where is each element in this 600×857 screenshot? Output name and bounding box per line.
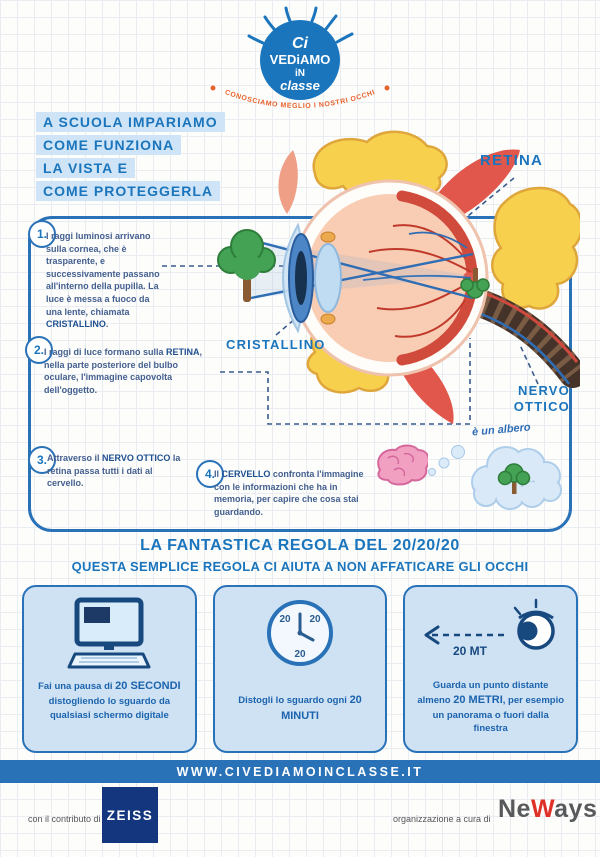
intro-title: A SCUOLA IMPARIAMO COME FUNZIONA LA VIST…: [36, 112, 225, 204]
tagline-dot-left: [210, 85, 216, 91]
card-1-pre: Fai una pausa di: [38, 681, 116, 692]
step-4-pre: Il: [214, 469, 222, 479]
tagline-dot-right: [384, 85, 390, 91]
step-3-text: Attraverso il NERVO OTTICO la retina pas…: [47, 452, 185, 490]
brain-icon: [377, 444, 428, 486]
logo-circle: [260, 20, 340, 100]
card-20-meters-text: Guarda un punto distante almeno 20 METRI…: [405, 679, 576, 736]
contribution-label: con il contributo di: [28, 814, 101, 824]
step-3-number: 3.: [28, 446, 56, 474]
step-4-number: 4.: [196, 460, 224, 488]
card-2-bold: 20 MINUTI: [281, 694, 362, 722]
connector-nervo-label: [519, 344, 539, 385]
eyelid-icon: [278, 150, 298, 214]
website-bar: WWW.CIVEDIAMOINCLASSE.IT: [0, 760, 600, 783]
card-20-minutes: 20 20 20 Distogli lo sguardo ogni 20 MIN…: [212, 585, 388, 753]
rule-title: LA FANTASTICA REGOLA DEL 20/20/20: [140, 537, 460, 554]
logo-word-1: Ci: [292, 35, 309, 52]
label-cristallino: CRISTALLINO: [226, 337, 326, 352]
step-3-bold: NERVO OTTICO: [102, 453, 171, 463]
step-2-pre: I raggi di luce formano sulla: [44, 347, 167, 357]
step-2-post: , nella parte posteriore del bulbo ocula…: [44, 347, 203, 395]
thought-bubble-dots: [428, 445, 465, 476]
connector-step2-retina: [220, 338, 471, 425]
eyelashes-icon: [247, 6, 354, 45]
step-2-number: 2.: [25, 336, 53, 364]
card-20-meters: 20 MT Guarda un punto distante almeno 20…: [403, 585, 579, 753]
optic-nerve-icon: [469, 290, 580, 388]
website-url: WWW.CIVEDIAMOINCLASSE.IT: [176, 764, 424, 779]
step-4-bold: CERVELLO: [221, 469, 271, 479]
clock-label-2: 20: [309, 614, 321, 625]
card-1-bold: 20 SECONDI: [115, 680, 181, 692]
arrow-left-icon: [424, 625, 440, 645]
step-1-number: 1.: [28, 220, 56, 248]
neways-part-3: ays: [554, 795, 598, 823]
logo-word-4: classe: [280, 78, 320, 93]
card-1-post: distogliendo lo sguardo da qualsiasi sch…: [48, 695, 171, 721]
card-20-seconds-text: Fai una pausa di 20 SECONDI distogliendo…: [24, 679, 195, 722]
clock-label-3: 20: [294, 649, 306, 660]
ciliary-body-bottom: [320, 313, 336, 325]
intro-title-line-3: LA VISTA E: [36, 158, 135, 178]
tree-icon: [217, 229, 276, 302]
retinal-vessels-red: [368, 224, 472, 338]
logo-word-3: iN: [295, 68, 305, 79]
lens-cristallino-icon: [314, 243, 342, 313]
label-retina: RETINA: [480, 152, 544, 169]
clock-icon: 20 20 20: [258, 587, 342, 679]
distance-eye-icon: 20 MT: [416, 587, 566, 679]
connector-retina-label: [467, 177, 515, 217]
step-1-text: I raggi luminosi arrivano sulla cornea, …: [46, 230, 162, 331]
step-2-text: I raggi di luce formano sulla RETINA, ne…: [44, 346, 214, 396]
step-3-pre: Attraverso il: [47, 453, 103, 463]
zeiss-wordmark: ZEISS: [106, 807, 154, 823]
step-3-post: la retina passa tutti i dati al cervello…: [47, 453, 181, 489]
thought-cloud-icon: [471, 446, 562, 510]
intro-title-line-2: COME FUNZIONA: [36, 135, 182, 155]
card-20-seconds: Fai una pausa di 20 SECONDI distogliendo…: [22, 585, 197, 753]
retinal-vessels-blue: [362, 231, 472, 281]
thought-tree-icon: [497, 463, 531, 494]
inverted-tree-icon: [460, 268, 490, 299]
pupil-icon: [295, 251, 307, 305]
step-1-bold: CRISTALLINO: [46, 319, 106, 330]
logo-word-2: VEDiAMO: [270, 52, 331, 67]
rule-subtitle: QUESTA SEMPLICE REGOLA CI AIUTA A NON AF…: [71, 559, 529, 574]
ciliary-body-top: [320, 231, 336, 243]
computer-icon: [67, 587, 151, 679]
neways-part-1: Ne: [498, 795, 531, 823]
step-1-pre: I raggi luminosi arrivano sulla cornea, …: [46, 231, 160, 317]
card-20-minutes-text: Distogli lo sguardo ogni 20 MINUTI: [215, 693, 386, 725]
neways-logo: NeWays: [498, 795, 597, 824]
ci-vediamo-in-classe-logo: Ci VEDiAMO iN classe CONOSCIAMO MEGLIO I…: [210, 6, 390, 110]
card-3-bold: 20 METRI: [453, 693, 503, 706]
intro-title-line-1: A SCUOLA IMPARIAMO: [36, 112, 225, 132]
step-4-text: Il CERVELLO confronta l'immagine con le …: [214, 468, 372, 518]
distance-label: 20 MT: [453, 644, 488, 658]
card-2-pre: Distogli lo sguardo ogni: [238, 695, 350, 706]
card-3-post: , per esempio un panorama o fuori dalla …: [432, 694, 565, 735]
label-nervo-ottico: NERVO OTTICO: [513, 383, 570, 414]
step-4-post: confronta l'immagine con le informazioni…: [214, 469, 364, 517]
organization-label: organizzazione a cura di: [393, 814, 491, 824]
rule-cards: Fai una pausa di 20 SECONDI distogliendo…: [22, 585, 579, 753]
eye-anatomy-illustration: [217, 130, 580, 424]
step-1-post: .: [105, 319, 109, 330]
zeiss-logo: ZEISS: [102, 787, 158, 843]
step-2-bold: RETINA: [166, 347, 200, 357]
intro-title-line-4: COME PROTEGGERLA: [36, 181, 221, 201]
clock-label-1: 20: [279, 614, 291, 625]
card-3-pre: Guarda un punto distante almeno: [417, 680, 549, 706]
neways-part-2: W: [530, 795, 555, 823]
